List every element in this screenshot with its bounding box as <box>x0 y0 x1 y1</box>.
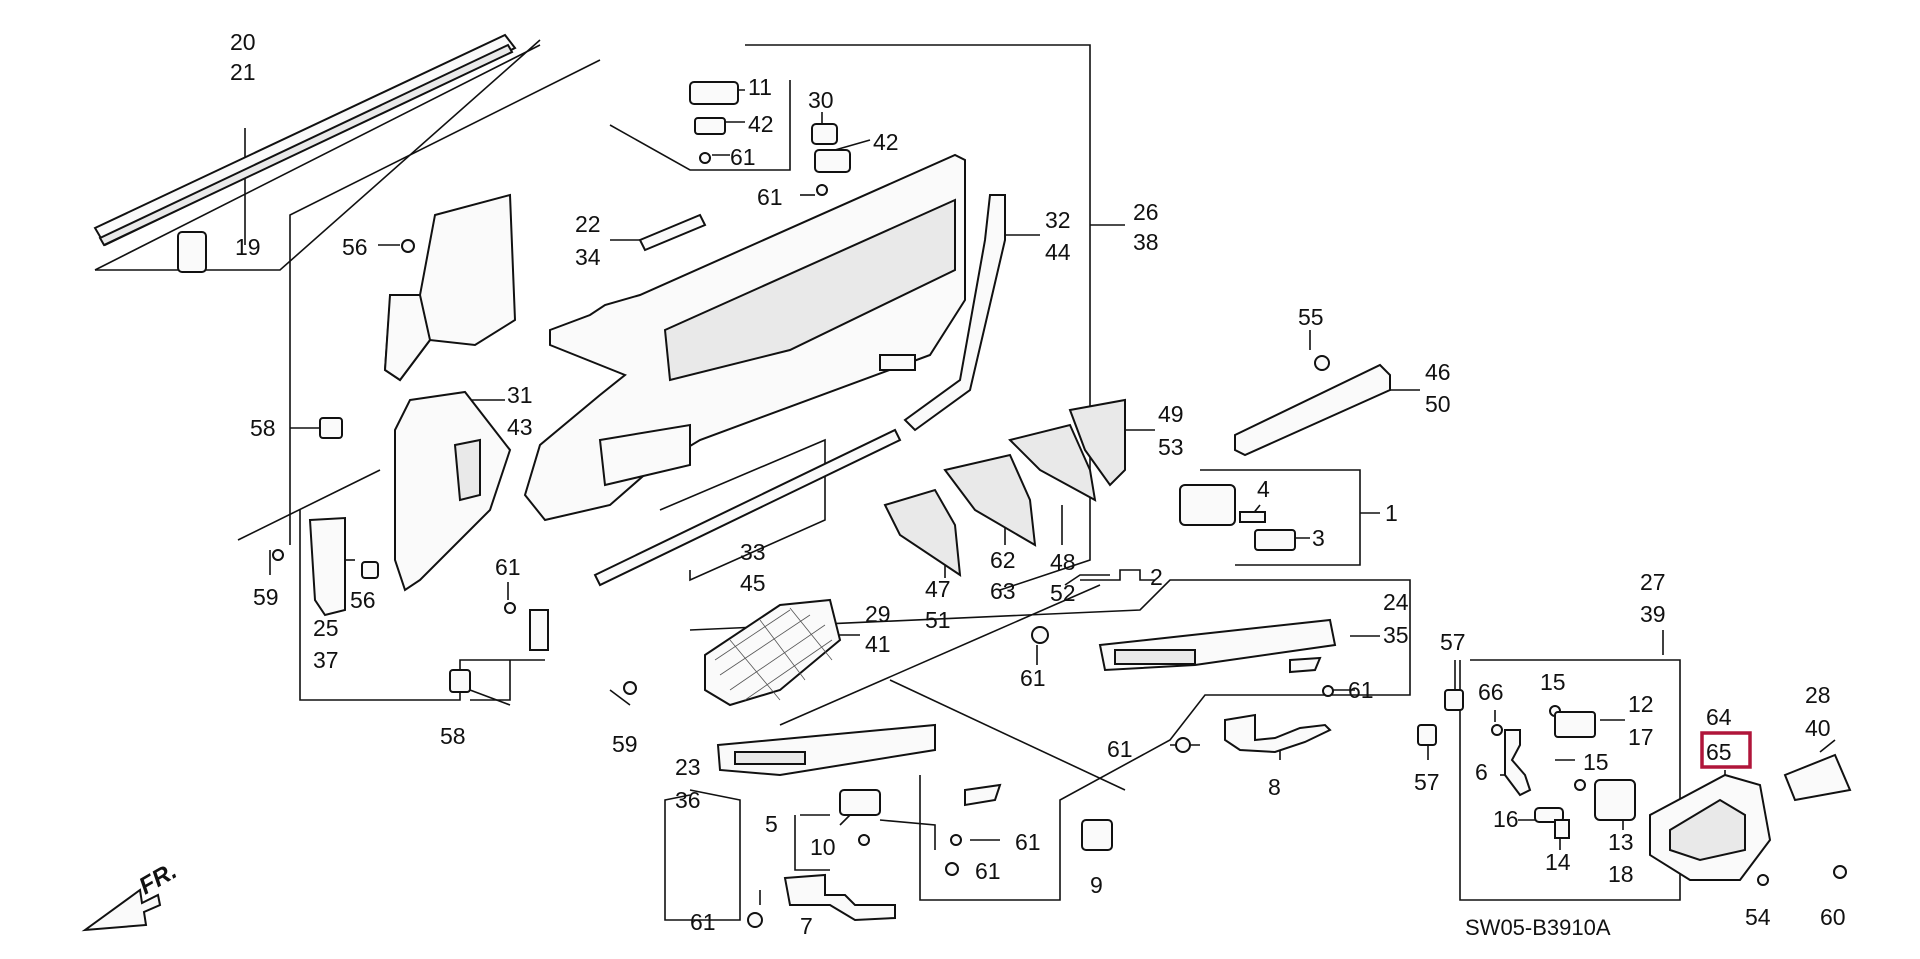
callout-label: 56 <box>350 587 376 613</box>
callout-label: 22 <box>575 211 601 237</box>
part-drawings <box>81 33 1852 932</box>
callout-label: 48 <box>1050 549 1076 575</box>
callout-label: 25 <box>313 615 339 641</box>
callout-label: 36 <box>675 787 701 813</box>
callout-label: 3 <box>1312 525 1325 551</box>
callout-label: 31 <box>507 382 533 408</box>
callout-label: 61 <box>1348 677 1374 703</box>
callout-label: 61 <box>975 858 1001 884</box>
callout-label: 27 <box>1640 569 1666 595</box>
callout-label: 9 <box>1090 872 1103 898</box>
callout-label: 49 <box>1158 401 1184 427</box>
callout-label: 24 <box>1383 589 1409 615</box>
highlight-box <box>1700 731 1752 769</box>
callout-label: 62 <box>990 547 1016 573</box>
callout-label: 42 <box>873 129 899 155</box>
callout-label: 60 <box>1820 904 1846 930</box>
callout-label: 28 <box>1805 682 1831 708</box>
callout-label: 61 <box>1020 665 1046 691</box>
callout-label: 4 <box>1257 476 1270 502</box>
callout-label: 39 <box>1640 601 1666 627</box>
callout-label: 35 <box>1383 622 1409 648</box>
callout-label: 26 <box>1133 199 1159 225</box>
callout-label: 58 <box>440 723 466 749</box>
grille-mesh <box>714 607 833 701</box>
callout-label: 33 <box>740 539 766 565</box>
callout-label: 50 <box>1425 391 1451 417</box>
callout-label: 61 <box>690 909 716 935</box>
screw-icons <box>272 152 1847 928</box>
callout-label: 40 <box>1805 715 1831 741</box>
callout-label: 30 <box>808 87 834 113</box>
callout-label: 37 <box>313 647 339 673</box>
callout-label: 21 <box>230 59 256 85</box>
diagram-code: SW05-B3910A <box>1465 915 1611 940</box>
callout-label: 38 <box>1133 229 1159 255</box>
callout-label: 41 <box>865 631 891 657</box>
callout-label: 23 <box>675 754 701 780</box>
callout-label: 61 <box>730 144 756 170</box>
callout-label: 18 <box>1608 861 1634 887</box>
callout-label: 20 <box>230 29 256 55</box>
callout-label: 65 <box>1706 739 1732 765</box>
callout-label: 34 <box>575 244 601 270</box>
callout-label: 61 <box>495 554 521 580</box>
callout-label: 58 <box>250 415 276 441</box>
callout-label: 46 <box>1425 359 1451 385</box>
callout-label: 15 <box>1583 749 1609 775</box>
callout-label: 32 <box>1045 207 1071 233</box>
callout-label: 47 <box>925 576 951 602</box>
callout-label: 52 <box>1050 580 1076 606</box>
callout-label: 61 <box>1015 829 1041 855</box>
callout-label: 66 <box>1478 679 1504 705</box>
callout-label: 61 <box>1107 736 1133 762</box>
callout-label: 42 <box>748 111 774 137</box>
callout-label: 44 <box>1045 239 1071 265</box>
callout-label: 8 <box>1268 774 1281 800</box>
callout-label: 2 <box>1150 564 1163 590</box>
callout-label: 1 <box>1385 500 1398 526</box>
callout-label: 12 <box>1628 691 1654 717</box>
callout-label: 19 <box>235 234 261 260</box>
callout-label: 57 <box>1440 629 1466 655</box>
callout-label: 14 <box>1545 849 1571 875</box>
callout-label: 7 <box>800 913 813 939</box>
front-arrow-icon <box>81 888 162 932</box>
callout-label: 6 <box>1475 759 1488 785</box>
callout-label: 56 <box>342 234 368 260</box>
callout-label: 10 <box>810 834 836 860</box>
callout-label: 55 <box>1298 304 1324 330</box>
leader-lines <box>94 39 1836 921</box>
callout-label: 13 <box>1608 829 1634 855</box>
callout-label: 54 <box>1745 904 1771 930</box>
callout-label: 59 <box>612 731 638 757</box>
callout-label: 29 <box>865 601 891 627</box>
callout-label: 45 <box>740 570 766 596</box>
callout-label: 11 <box>748 74 772 100</box>
callout-label: 59 <box>253 584 279 610</box>
callout-label: 53 <box>1158 434 1184 460</box>
callout-label: 16 <box>1493 806 1519 832</box>
callout-label: 51 <box>925 607 951 633</box>
callout-label: 17 <box>1628 724 1654 750</box>
callout-label: 5 <box>765 811 778 837</box>
callout-label: 64 <box>1706 704 1732 730</box>
callout-label: 57 <box>1414 769 1440 795</box>
callout-label: 63 <box>990 578 1016 604</box>
callout-labels: 20 21 19 11 42 61 30 42 61 22 34 26 38 5… <box>230 29 1846 939</box>
callout-label: 43 <box>507 414 533 440</box>
callout-label: 61 <box>757 184 783 210</box>
callout-label: 15 <box>1540 669 1566 695</box>
